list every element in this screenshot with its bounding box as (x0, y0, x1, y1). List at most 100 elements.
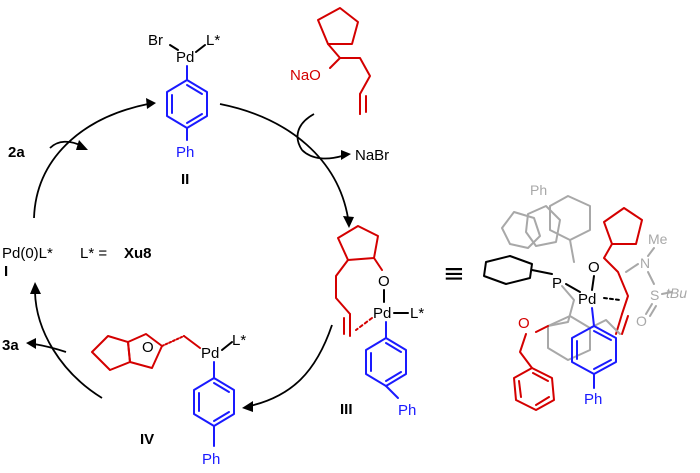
model-gray-cyclohexyl (501, 211, 541, 249)
iv-thf-ring (127, 333, 163, 369)
model-blue-ring (571, 325, 617, 375)
model-n-link (625, 263, 639, 273)
i-label: I (4, 263, 8, 280)
model-s: S (650, 287, 659, 303)
model-p-aryl (547, 285, 575, 327)
model-benzyl-inner (518, 372, 550, 406)
i-formula: Pd(0)L* (2, 245, 53, 262)
ligand-name: Xu8 (124, 245, 152, 262)
ii-br: Br (148, 32, 163, 49)
nabr-label: NaBr (355, 147, 389, 164)
iii-ph-bond (385, 385, 399, 399)
iii-label: III (340, 401, 353, 418)
iv-label: IV (140, 431, 154, 448)
model-benzyl-ring (513, 367, 555, 411)
iii-chain (335, 259, 351, 315)
model-n: N (640, 255, 650, 271)
model-n-me (647, 247, 655, 257)
model-s-o (645, 303, 657, 317)
arc-ii-to-iii (219, 103, 349, 219)
model-pi-dash (603, 297, 621, 301)
model-red-cyclopentane (603, 207, 643, 245)
model-o-sulfinyl: O (636, 313, 647, 329)
model-pd: Pd (578, 291, 596, 308)
nabr-out-arc (301, 149, 343, 160)
arc-iii-to-iv-head (242, 401, 253, 412)
model-me: Me (648, 231, 668, 247)
reagent-feed-head (76, 140, 88, 150)
model-pd-aryl (591, 307, 595, 327)
species-iii: O Pd L* Ph III (335, 225, 424, 419)
iii-ph: Ph (398, 402, 416, 419)
model-gray-biaryl-ring (549, 195, 591, 241)
product-release-head (26, 338, 36, 349)
model-o-ch2 (519, 333, 533, 369)
arc-ii-to-iii-head (343, 216, 354, 228)
model-3d: Ph P Pd O Me N S tBu O (483, 182, 687, 411)
iii-aryl-inner (370, 342, 402, 382)
ii-br-pd-bond (169, 44, 179, 51)
iii-pi-interaction (355, 317, 373, 331)
model-p-pd-bond (565, 283, 581, 293)
model-p: P (552, 275, 562, 292)
alkoxide-nao: NaO (290, 67, 321, 84)
model-blue-inner (576, 330, 612, 370)
model-gray-lower-link (589, 319, 621, 335)
nabr-out-head (341, 150, 351, 160)
iv-pd-l-bond (221, 341, 233, 351)
model-ph-top: Ph (530, 182, 547, 198)
model-black-cyclohexyl (483, 255, 533, 285)
iii-pd: Pd (373, 305, 391, 322)
ii-pd-l-bond (195, 44, 206, 53)
alkoxide-feed-arc (296, 113, 315, 151)
model-o-low: O (518, 315, 530, 332)
alkoxide-chain (327, 43, 371, 115)
iii-ligand: L* (410, 305, 424, 322)
iv-ch2-bond (161, 335, 185, 347)
cycle-arrows (26, 98, 354, 412)
reagent-2a-label: 2a (8, 144, 25, 161)
product-3a-label: 3a (2, 337, 19, 354)
model-red-chain (603, 243, 629, 315)
iv-aryl-inner (198, 382, 230, 422)
alkoxide-cyclopentane (317, 7, 359, 45)
iii-vinyl (343, 313, 351, 337)
ii-label: II (181, 171, 189, 188)
model-cy-p-bond (531, 269, 553, 275)
model-gray-biaryl-link (569, 239, 575, 263)
iv-ph: Ph (202, 451, 220, 468)
arc-iii-to-iv (249, 324, 333, 407)
arc-i-to-ii (33, 103, 149, 219)
arc-iv-to-i (34, 291, 103, 399)
alkoxide-vinyl (359, 93, 367, 115)
iv-o: O (142, 339, 154, 356)
model-aryl-o (535, 325, 549, 333)
model-gray-lower-ring (547, 315, 591, 361)
ii-aryl-inner (171, 84, 203, 124)
product-release-arc (33, 343, 67, 353)
iv-pd: Pd (201, 345, 219, 362)
ii-pd: Pd (176, 49, 194, 66)
model-n-s (647, 271, 655, 285)
iii-o: O (378, 273, 390, 290)
iv-ch2-pd (183, 335, 201, 349)
iii-o-bond (373, 257, 383, 271)
model-ph-bottom: Ph (584, 391, 602, 408)
arc-i-to-ii-head (146, 98, 156, 109)
ii-ph: Ph (176, 144, 194, 161)
species-iv: O Pd L* Ph IV (91, 332, 246, 468)
iii-cyclopentane (337, 225, 379, 261)
model-gray-upper-ring (525, 205, 561, 247)
iv-cyclopentane (91, 335, 131, 371)
model-o-up: O (588, 259, 600, 276)
equivalence-sign: ≡ (443, 259, 465, 289)
alkoxide-o-bond (329, 57, 341, 69)
species-i: Pd(0)L* I L* = Xu8 (2, 245, 152, 280)
ii-ligand: L* (206, 32, 220, 49)
model-o-pd (591, 275, 595, 291)
model-tbu: tBu (666, 285, 687, 301)
model-s-tbu (661, 291, 673, 295)
iv-ligand: L* (232, 332, 246, 349)
arc-iv-to-i-head (30, 282, 41, 294)
